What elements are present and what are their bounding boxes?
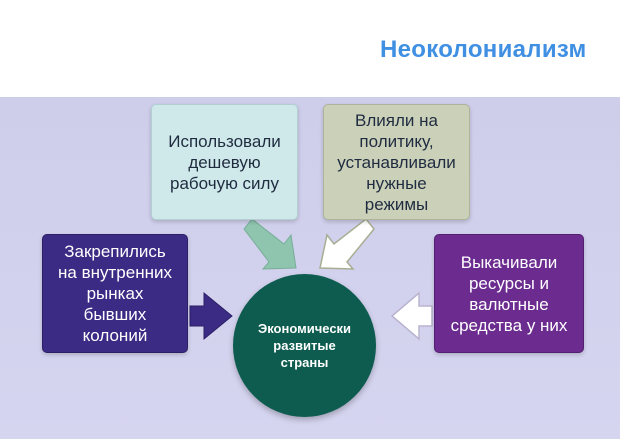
arrow-top-left [243,218,297,270]
arrow-right [390,291,433,341]
box-resource-extraction: Выкачивали ресурсы и валютные средства у… [434,234,584,353]
arrow-left [189,291,233,341]
arrow-top-right [319,217,375,270]
box-cheap-labor-label: Использовали дешевую рабочую силу [168,131,281,193]
box-colonial-markets: Закрепились на внутренних рынках бывших … [42,234,188,353]
center-node-developed-countries: Экономически развитые страны [233,274,376,417]
slide-title: Неоколониализм [380,36,587,63]
center-node-label: Экономически развитые страны [257,321,352,370]
box-political-influence: Влияли на политику, устанавливали нужные… [323,104,470,220]
box-colonial-markets-label: Закрепились на внутренних рынках бывших … [58,242,172,345]
box-resource-extraction-label: Выкачивали ресурсы и валютные средства у… [450,252,568,335]
box-cheap-labor: Использовали дешевую рабочую силу [151,104,298,220]
box-political-influence-label: Влияли на политику, устанавливали нужные… [337,110,456,214]
